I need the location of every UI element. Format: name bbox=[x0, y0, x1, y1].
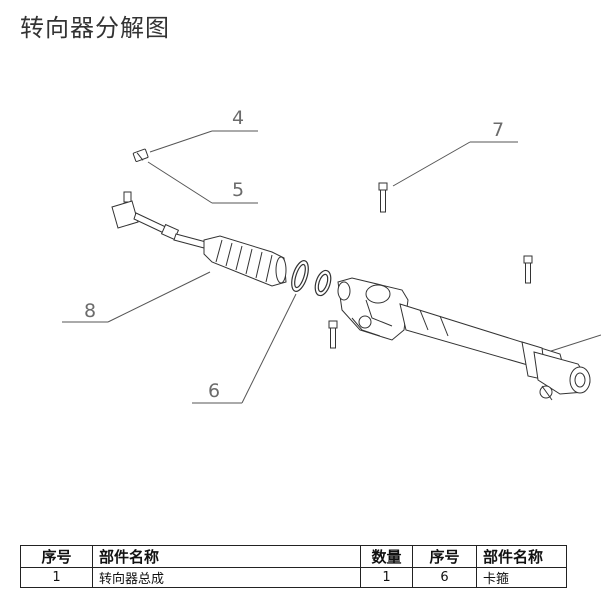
callout-4: 4 bbox=[232, 107, 244, 129]
cell-part-name: 转向器总成 bbox=[92, 567, 361, 588]
leader-line-5 bbox=[147, 161, 258, 204]
table-row: 1 转向器总成 1 6 卡箍 bbox=[20, 567, 567, 588]
table-header-row: 序号 部件名称 数量 序号 部件名称 bbox=[20, 545, 567, 568]
cell-index-2: 6 bbox=[412, 567, 477, 588]
clamp-ring-part bbox=[291, 260, 332, 297]
steering-gear-housing-part bbox=[337, 277, 591, 401]
cell-quantity: 1 bbox=[360, 567, 413, 588]
tie-rod-end-part bbox=[111, 191, 207, 249]
header-part-name-2: 部件名称 bbox=[476, 545, 567, 568]
leader-line-7 bbox=[392, 141, 518, 187]
callout-5: 5 bbox=[232, 179, 244, 201]
leader-line-6 bbox=[192, 293, 297, 404]
callout-6: 6 bbox=[208, 380, 220, 402]
header-index-2: 序号 bbox=[412, 545, 477, 568]
callout-7: 7 bbox=[492, 119, 504, 141]
parts-table: 序号 部件名称 数量 序号 部件名称 1 转向器总成 1 6 卡箍 bbox=[20, 545, 567, 588]
cell-part-name-2: 卡箍 bbox=[476, 567, 567, 588]
leader-line-4 bbox=[149, 130, 258, 153]
lock-nut-part bbox=[132, 148, 149, 162]
header-part-name: 部件名称 bbox=[92, 545, 361, 568]
cell-index: 1 bbox=[20, 567, 93, 588]
header-index: 序号 bbox=[20, 545, 93, 568]
header-quantity: 数量 bbox=[360, 545, 413, 568]
mounting-bolt-part bbox=[328, 182, 533, 349]
callout-8: 8 bbox=[84, 300, 96, 322]
leader-line-8 bbox=[62, 271, 211, 323]
page-title: 转向器分解图 bbox=[20, 14, 170, 42]
dust-boot-part bbox=[203, 235, 287, 287]
exploded-view-diagram: 4 5 7 8 6 bbox=[62, 107, 601, 404]
leader-line-right bbox=[547, 334, 601, 353]
